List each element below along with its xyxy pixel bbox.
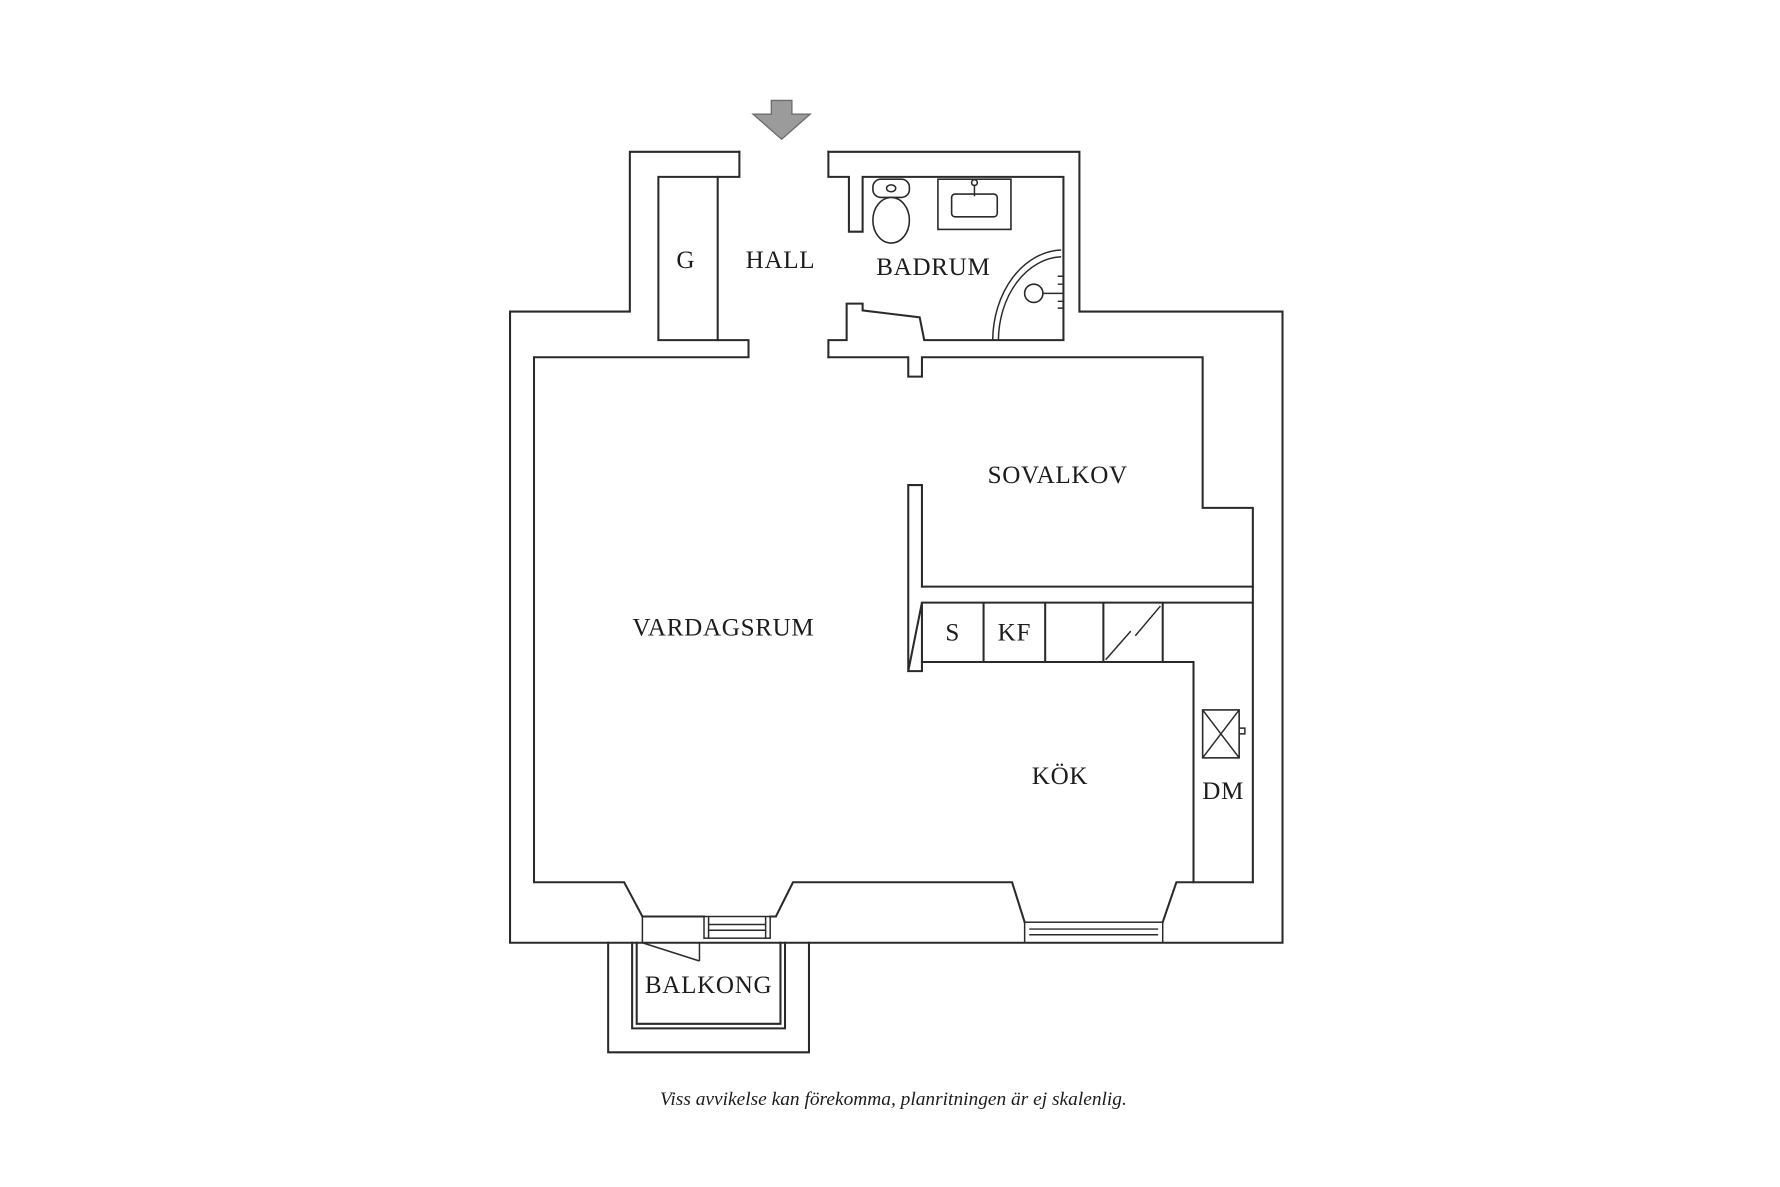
room-label-g: G	[676, 247, 695, 274]
room-label-dm: DM	[1202, 778, 1244, 805]
bathroom-wall	[827, 150, 1065, 359]
toilet-icon	[872, 178, 911, 244]
door-swing-icon	[1105, 605, 1161, 661]
window-balcony	[703, 915, 771, 939]
arrow-down-icon	[751, 99, 812, 141]
sovalkov-partition	[907, 484, 923, 673]
disclaimer-caption: Viss avvikelse kan förekomma, planritnin…	[660, 1089, 1127, 1110]
balcony-door	[641, 916, 701, 962]
room-label-badrum: BADRUM	[876, 254, 990, 281]
room-label-balkong: BALKONG	[645, 972, 772, 999]
inner-wall-south	[769, 881, 1254, 924]
room-label-sovalkov: SOVALKOV	[988, 462, 1128, 489]
stove-icon	[1201, 709, 1246, 759]
balcony-inner	[631, 941, 787, 1030]
room-label-vardagsrum: VARDAGSRUM	[632, 615, 814, 642]
room-label-hall: HALL	[746, 247, 816, 274]
balcony-outer	[607, 941, 811, 1054]
room-label-kf: KF	[998, 619, 1031, 646]
sink-icon	[937, 178, 1012, 231]
outer-wall	[509, 150, 1284, 944]
room-label-s: S	[945, 619, 960, 646]
shower-icon	[991, 249, 1064, 341]
wardrobe-row	[920, 601, 1254, 884]
room-label-kok: KÖK	[1032, 763, 1088, 790]
inner-wall-north-east	[827, 356, 1254, 884]
window-kitchen	[1023, 921, 1164, 944]
inner-wall-west	[532, 150, 750, 918]
